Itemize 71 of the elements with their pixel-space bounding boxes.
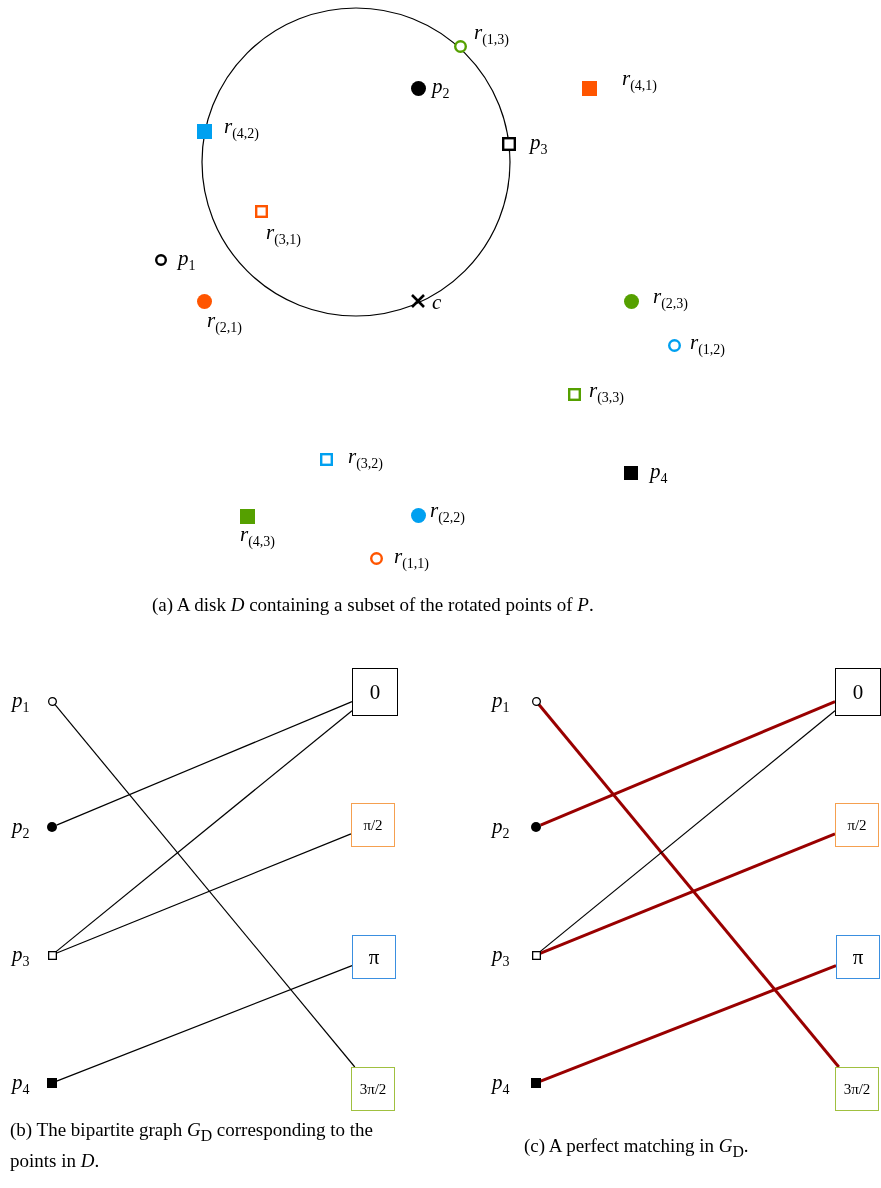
point-marker: [531, 1078, 541, 1088]
figure-caption: (a) A disk D containing a subset of the rotated points of P.: [152, 593, 595, 617]
angle-box: 3π/2: [351, 1067, 395, 1111]
point-marker: [531, 696, 541, 706]
graph-edge: [538, 710, 836, 953]
figure-caption: (c) A perfect matching in G$_{D}$.: [524, 1134, 750, 1162]
angle-box: 0: [352, 668, 398, 716]
point-label: p$_{3}$: [530, 130, 548, 160]
matching-edge: [540, 700, 836, 827]
point-marker: [502, 137, 516, 151]
point-label: r$_{(1,2)}$: [690, 330, 725, 360]
point-label: p$_{1}$: [178, 246, 196, 276]
angle-box: π: [352, 935, 396, 979]
point-label: p$_{2}$: [492, 814, 510, 844]
point-label: r$_{(4,2)}$: [224, 114, 259, 144]
point-label: p$_{2}$: [432, 74, 450, 104]
center-cross-marker: [411, 294, 425, 308]
point-marker: [369, 551, 383, 565]
matching-edge: [540, 964, 837, 1083]
point-label: r$_{(2,2)}$: [430, 498, 465, 528]
point-marker: [581, 80, 597, 96]
point-label: r$_{(3,2)}$: [348, 444, 383, 474]
angle-box: π/2: [835, 803, 879, 847]
point-marker: [47, 950, 57, 960]
point-marker: [239, 508, 255, 524]
point-marker: [155, 254, 167, 266]
point-label: r$_{(1,1)}$: [394, 544, 429, 574]
point-marker: [47, 1078, 57, 1088]
point-label: p$_{3}$: [12, 942, 30, 972]
angle-box: 0: [835, 668, 881, 716]
graph-edge: [54, 703, 356, 1068]
angle-box: 3π/2: [835, 1067, 879, 1111]
point-marker: [410, 507, 426, 523]
angle-box: π/2: [351, 803, 395, 847]
point-label: p$_{4}$: [492, 1070, 510, 1100]
point-label: p$_{1}$: [492, 688, 510, 718]
point-marker: [196, 123, 212, 139]
point-marker: [254, 204, 268, 218]
point-marker: [196, 293, 212, 309]
point-label: r$_{(3,1)}$: [266, 220, 301, 250]
point-marker: [624, 466, 638, 480]
graph-edge: [55, 833, 352, 954]
figure-caption: (b) The bipartite graph G$_{D}$ corresponding to the points in D.: [10, 1118, 375, 1173]
point-label: r$_{(2,3)}$: [653, 284, 688, 314]
angle-box: π: [836, 935, 880, 979]
point-marker: [453, 39, 467, 53]
graph-edge: [56, 965, 353, 1082]
point-marker: [531, 950, 541, 960]
point-marker: [623, 293, 639, 309]
point-label: r$_{(1,3)}$: [474, 20, 509, 50]
graph-edge: [56, 701, 353, 826]
point-marker: [410, 80, 426, 96]
point-label: p$_{4}$: [650, 459, 668, 489]
point-label: p$_{1}$: [12, 688, 30, 718]
point-label: r$_{(4,3)}$: [240, 522, 275, 552]
matching-edge: [539, 832, 836, 955]
point-label: c: [432, 290, 442, 314]
matching-edge: [537, 703, 840, 1068]
point-marker: [47, 696, 57, 706]
point-marker: [47, 822, 57, 832]
point-label: p$_{2}$: [12, 814, 30, 844]
point-label: r$_{(4,1)}$: [622, 66, 657, 96]
graph-edge: [54, 710, 353, 953]
point-marker: [531, 822, 541, 832]
point-label: r$_{(2,1)}$: [207, 308, 242, 338]
point-label: p$_{4}$: [12, 1070, 30, 1100]
point-label: p$_{3}$: [492, 942, 510, 972]
point-marker: [319, 452, 333, 466]
point-marker: [667, 338, 681, 352]
point-label: r$_{(3,3)}$: [589, 378, 624, 408]
point-marker: [567, 387, 581, 401]
